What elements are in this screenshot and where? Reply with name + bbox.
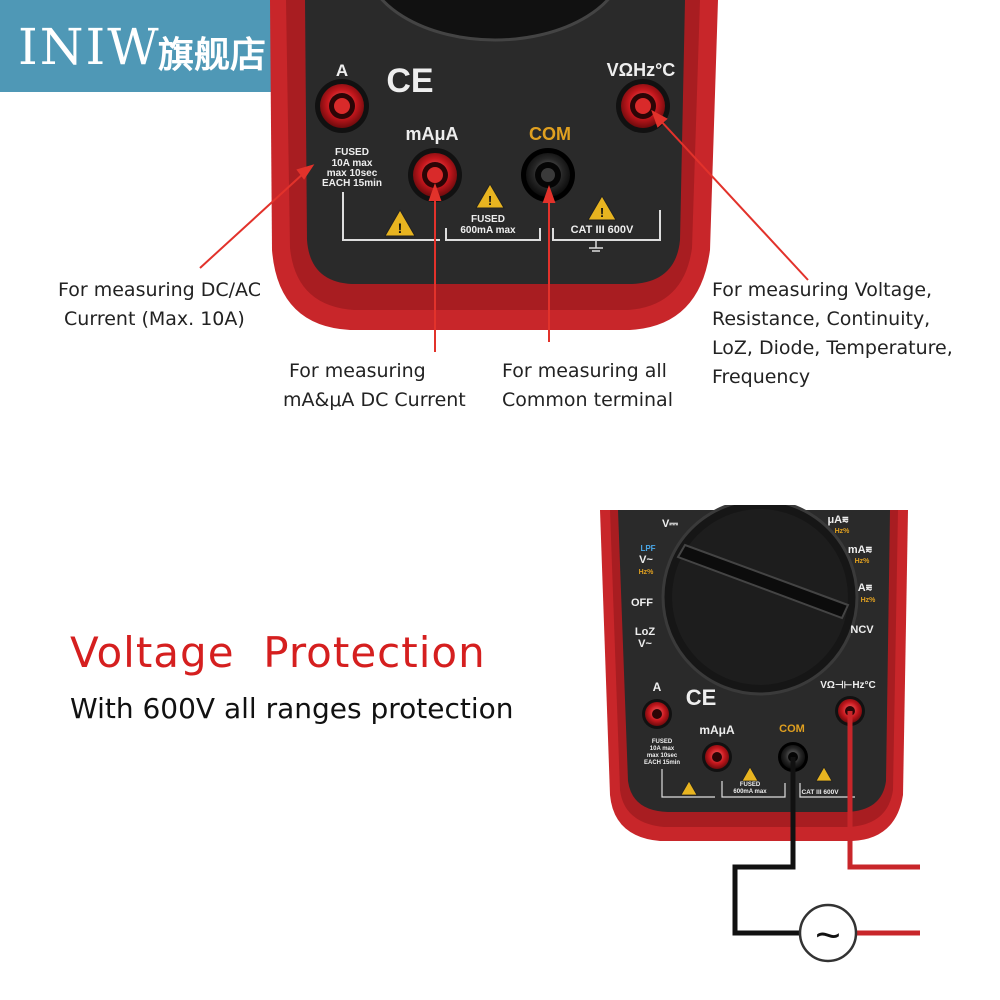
fused-a-text: FUSED 10A max max 10sec EACH 15min [322, 147, 382, 189]
svg-text:max 10sec: max 10sec [327, 168, 378, 179]
warning-triangle-icon: ! [384, 208, 416, 237]
callout-ma-ua: For measuring mA&μA DC Current [283, 360, 466, 411]
ac-source-icon: ~ [798, 903, 858, 963]
label-vohm: VΩ⊣⊢Hz°C [820, 680, 876, 691]
svg-text:10A max: 10A max [650, 746, 675, 752]
fused-a-text: FUSED 10A max max 10sec EACH 15min [644, 739, 680, 766]
brand-cjk: 旗舰店 [158, 35, 267, 76]
label-a: A [653, 680, 662, 694]
svg-text:!: ! [398, 220, 403, 236]
warning-triangle-icon: ! [587, 195, 617, 221]
dial-labels: V⎓ LPF V~ Hz% OFF LoZ V~ μA⩳ Hz% mA⩳ Hz%… [631, 514, 876, 650]
label-com: COM [529, 124, 571, 144]
protection-subtitle: With 600V all ranges protection [70, 692, 514, 725]
ce-mark: CE [386, 62, 433, 100]
warning-triangle-icon [741, 766, 759, 782]
svg-text:FUSED: FUSED [335, 147, 369, 158]
rotary-dial [380, 0, 610, 42]
label-vohm: VΩHz°C [607, 60, 676, 80]
callout-current-10a: For measuring DC/AC Current (Max. 10A) [58, 279, 261, 330]
dial-vdc: V⎓ [662, 518, 678, 530]
ce-mark: CE [686, 685, 717, 710]
svg-text:max 10sec: max 10sec [647, 753, 678, 759]
jack-a[interactable] [315, 79, 369, 133]
warning-triangle-icon [815, 766, 833, 782]
meter-panel [305, 0, 685, 284]
warning-triangle-icon [680, 780, 698, 796]
dial-off: OFF [631, 597, 653, 609]
jack-ma[interactable] [702, 742, 732, 772]
dial-vac: V~ [639, 554, 653, 566]
svg-text:FUSED: FUSED [740, 782, 761, 788]
jack-a[interactable] [642, 699, 672, 729]
black-test-lead [732, 757, 805, 936]
callout-voltage: For measuring Voltage, Resistance, Conti… [712, 279, 953, 388]
cat-label: CAT III 600V [801, 789, 839, 796]
red-test-lead [847, 711, 920, 936]
dial-knob-pointer [676, 543, 850, 620]
panel-outline [661, 769, 855, 798]
svg-text:600mA max: 600mA max [460, 225, 516, 236]
jack-ma[interactable] [408, 148, 462, 202]
dial-loz: LoZ [635, 626, 655, 638]
jack-com[interactable] [521, 148, 575, 202]
svg-text:~: ~ [815, 911, 841, 960]
dial-ua: μA⩳ [827, 514, 849, 526]
label-a: A [336, 61, 348, 80]
panel-outline [342, 192, 661, 241]
label-ma: mAμA [405, 124, 458, 144]
brand-badge: INIW 旗舰店 [0, 0, 300, 92]
label-com: COM [779, 723, 805, 735]
dial-loz-v: V~ [638, 638, 652, 650]
dial-ma: mA⩳ [848, 544, 873, 556]
svg-text:FUSED: FUSED [471, 214, 505, 225]
cat-label: CAT III 600V [571, 224, 634, 236]
svg-text:Hz%: Hz% [861, 597, 877, 604]
svg-text:600mA max: 600mA max [733, 789, 767, 795]
dial-ncv: NCV [850, 624, 874, 636]
ground-icon [589, 240, 603, 252]
dial-lpf: LPF [640, 544, 655, 553]
fused-ma-text: FUSED 600mA max [733, 782, 767, 795]
svg-text:!: ! [488, 193, 492, 208]
dial-hz: Hz% [639, 569, 655, 576]
callout-com: For measuring all Common terminal [502, 360, 673, 411]
dial-a: A⩳ [858, 582, 873, 594]
meter-bottom-illustration: V⎓ LPF V~ Hz% OFF LoZ V~ μA⩳ Hz% mA⩳ Hz%… [600, 505, 920, 963]
svg-text:Hz%: Hz% [835, 528, 851, 535]
svg-text:!: ! [600, 205, 604, 220]
svg-text:EACH 15min: EACH 15min [322, 178, 382, 189]
label-ma: mAμA [699, 723, 735, 737]
svg-text:10A max: 10A max [332, 158, 373, 169]
protection-title: Voltage Protection [70, 628, 486, 677]
svg-text:FUSED: FUSED [652, 739, 673, 745]
warning-triangle-icon: ! [475, 183, 505, 209]
callout-arrows [199, 109, 809, 352]
svg-text:Hz%: Hz% [855, 558, 871, 565]
fused-ma-text: FUSED 600mA max [460, 214, 516, 236]
svg-text:EACH 15min: EACH 15min [644, 760, 680, 766]
jack-vohm[interactable] [616, 79, 670, 133]
meter-top-illustration: A CE VΩHz°C mAμA COM FUSED 10A max max 1… [199, 0, 809, 352]
brand-latin: INIW [18, 18, 161, 76]
